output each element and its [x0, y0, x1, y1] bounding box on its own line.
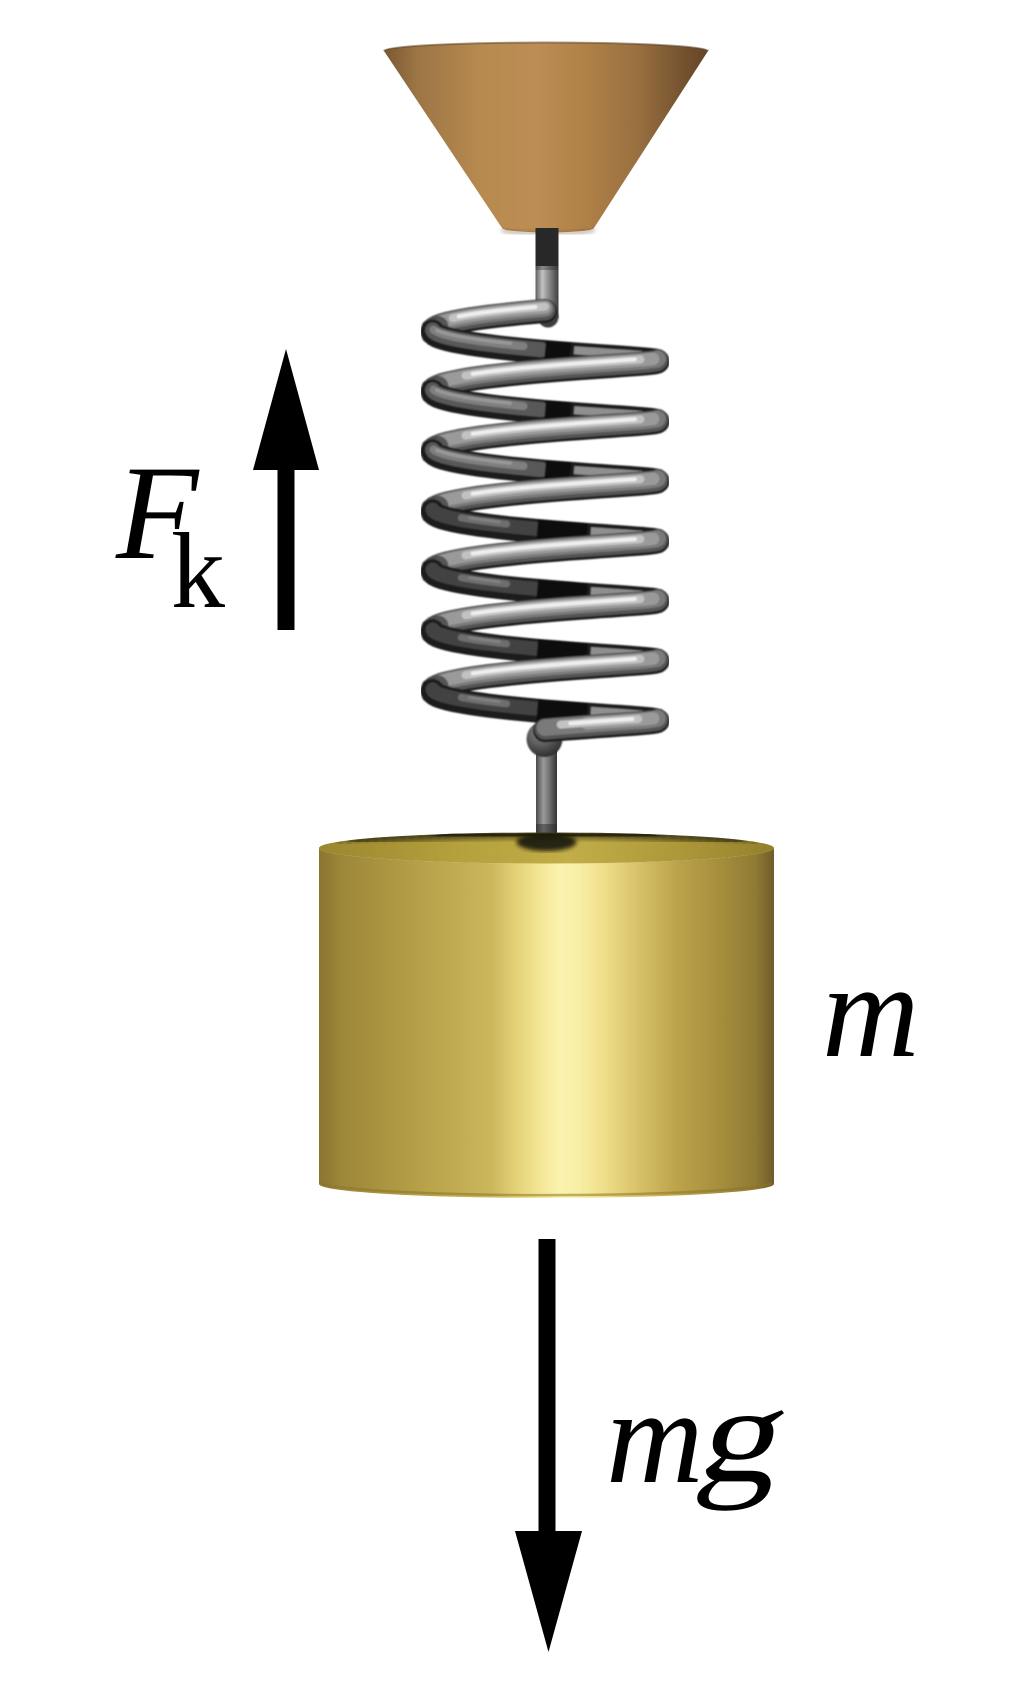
svg-text:m: m [822, 937, 920, 1086]
svg-text:F: F [115, 439, 200, 588]
svg-text:m: m [606, 1363, 704, 1512]
svg-text:k: k [171, 512, 225, 631]
